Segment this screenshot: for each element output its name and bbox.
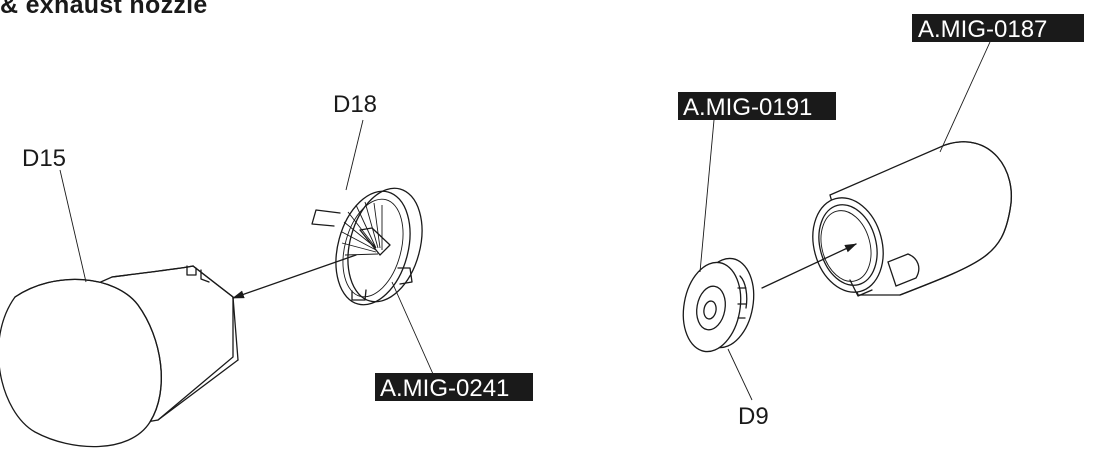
assembly-arrow-d9-to-cylinder (761, 243, 857, 289)
leader-line-mig0241 (391, 281, 434, 375)
part-cylinder-assembly (812, 141, 1012, 297)
tag-mig0187: A.MIG-0187 (918, 16, 1047, 43)
part-d9-disc (682, 257, 755, 353)
tag-mig0191-box (678, 92, 836, 120)
leader-line-mig0187 (939, 41, 991, 153)
tag-mig0187-box (912, 14, 1084, 42)
label-d18: D18 (333, 91, 377, 118)
tag-mig0241: A.MIG-0241 (380, 375, 509, 402)
tag-mig0241-box (375, 373, 533, 401)
leader-line-d9 (727, 348, 753, 401)
label-d9: D9 (738, 403, 769, 430)
assembly-arrow-d18-to-d15 (232, 254, 357, 299)
leader-line-d18 (345, 119, 364, 191)
leader-line-d15 (59, 169, 87, 283)
part-d15-nozzle (0, 265, 239, 448)
leader-line-mig0191 (699, 119, 715, 273)
part-d18-petal-ring (311, 187, 423, 306)
tag-mig0191: A.MIG-0191 (683, 94, 812, 121)
diagram-title: & exhaust nozzle (0, 0, 208, 19)
label-d15: D15 (22, 145, 66, 172)
